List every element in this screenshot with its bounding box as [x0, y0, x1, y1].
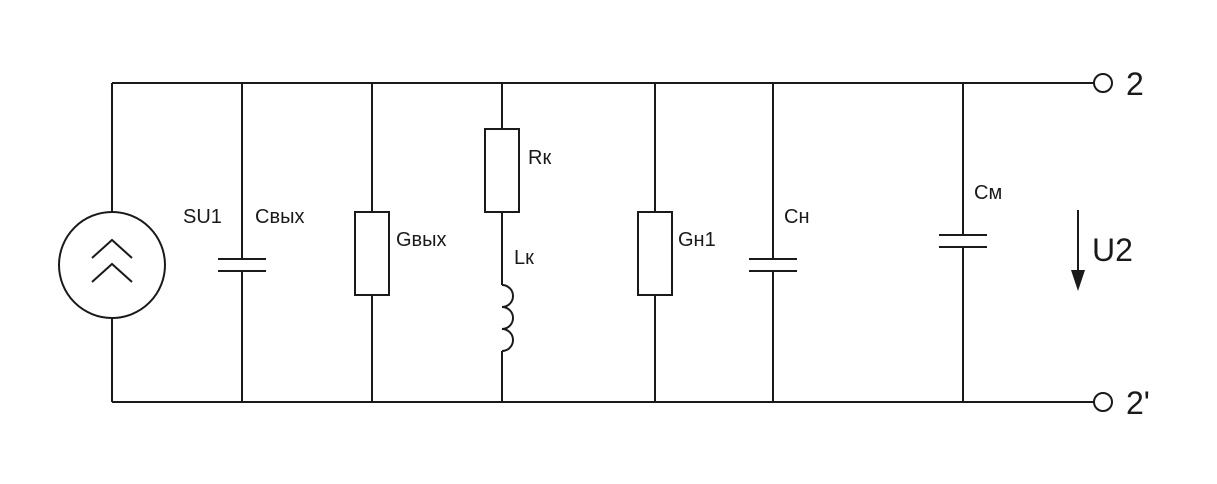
label-l-coil: Lк [514, 247, 534, 269]
label-g-load: Gн1 [678, 229, 716, 251]
inductor-l-coil [501, 284, 514, 352]
label-g-out: Gвых [396, 229, 447, 251]
resistor-g-out [354, 83, 390, 402]
capacitor-c-mount [939, 83, 987, 402]
voltage-arrow-icon [1071, 210, 1085, 291]
current-source [58, 83, 166, 402]
coil-branch [484, 83, 520, 402]
resistor-g-load [637, 83, 673, 402]
capacitor-c-out [218, 83, 266, 402]
terminal-bottom-circle [1093, 392, 1113, 412]
label-c-mount: См [974, 182, 1002, 204]
label-su1: SU1 [183, 206, 222, 228]
terminal-top-circle [1093, 73, 1113, 93]
capacitor-c-load [749, 83, 797, 402]
label-terminal-top: 2 [1126, 66, 1144, 102]
label-voltage: U2 [1092, 232, 1133, 268]
label-terminal-bottom: 2' [1126, 385, 1150, 421]
label-r-coil: Rк [528, 147, 551, 169]
label-c-load: Сн [784, 206, 810, 228]
label-c-out: Свых [255, 206, 304, 228]
resistor-r-coil [484, 128, 520, 213]
